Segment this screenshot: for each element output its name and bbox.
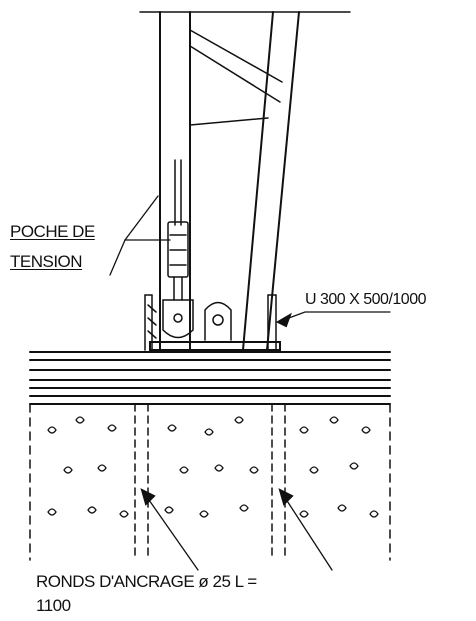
leader-u-profile <box>277 311 391 323</box>
vertical-column <box>159 11 191 351</box>
anchor-rods <box>134 403 286 561</box>
label-u-profile: U 300 X 500/1000 <box>305 291 427 308</box>
arrow-u-profile <box>275 312 292 328</box>
concrete-aggregate <box>47 416 379 518</box>
label-anchor-rods-line1: RONDS D'ANCRAGE ø 25 L = <box>36 572 257 591</box>
arrow-anchor-left <box>140 488 156 506</box>
u-channel-left <box>144 294 157 351</box>
label-anchor-rods-line2: 1100 <box>36 596 71 615</box>
clevis-plate <box>204 301 232 341</box>
tension-rod <box>162 159 194 339</box>
ground-layers <box>29 351 391 405</box>
u-channel-right <box>267 294 277 351</box>
concrete-block <box>29 403 391 561</box>
arrow-anchor-right <box>278 488 294 506</box>
leader-anchor-left <box>141 489 199 571</box>
base-plate <box>149 341 281 351</box>
inclined-strut <box>242 11 300 351</box>
label-poche-line1: POCHE DE <box>10 222 95 241</box>
bracing-diagonal <box>189 29 283 126</box>
leader-anchor-right <box>279 489 333 571</box>
label-poche-line2: TENSION <box>10 252 83 271</box>
leader-poche-to-rod <box>124 195 159 241</box>
